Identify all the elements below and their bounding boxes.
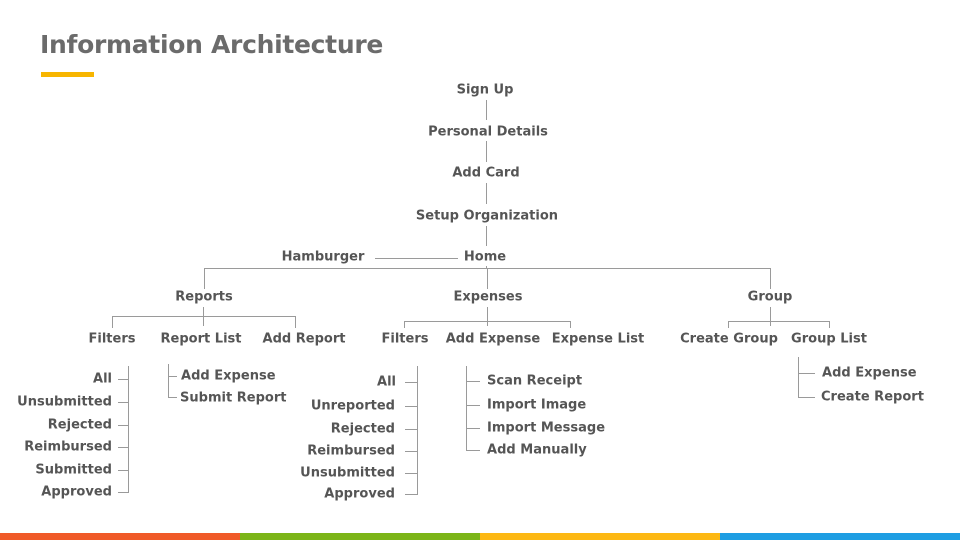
- page-title: Information Architecture: [40, 30, 384, 59]
- color-segment: [0, 533, 240, 540]
- group-list-item: Create Report: [821, 389, 924, 405]
- color-segment: [240, 533, 480, 540]
- node-expenses: Expenses: [453, 289, 523, 305]
- expenses-filter-item: Reimbursed: [307, 443, 395, 459]
- node-add-card: Add Card: [452, 165, 520, 181]
- node-expenses-filters: Filters: [381, 331, 429, 347]
- reports-filter-item: Unsubmitted: [17, 394, 112, 410]
- title-underline: [41, 72, 94, 77]
- color-segment: [480, 533, 720, 540]
- reports-filter-item: All: [92, 371, 112, 387]
- node-reports: Reports: [175, 289, 233, 305]
- expenses-filter-item: Approved: [324, 486, 395, 502]
- node-report-list: Report List: [160, 331, 242, 347]
- expenses-filter-item: Rejected: [330, 421, 395, 437]
- expenses-filter-item: All: [376, 374, 396, 390]
- reports-filter-item: Rejected: [47, 417, 112, 433]
- node-personal-details: Personal Details: [428, 124, 548, 140]
- expenses-filter-item: Unsubmitted: [300, 465, 395, 481]
- reports-filter-item: Reimbursed: [24, 439, 112, 455]
- node-add-expense: Add Expense: [445, 331, 541, 347]
- node-home: Home: [463, 249, 507, 265]
- report-list-item: Add Expense: [181, 368, 276, 384]
- reports-filter-item: Approved: [41, 484, 112, 500]
- add-expense-item: Scan Receipt: [487, 373, 583, 389]
- node-create-group: Create Group: [680, 331, 778, 347]
- add-expense-item: Import Image: [487, 397, 587, 413]
- expenses-filter-item: Unreported: [310, 398, 395, 414]
- add-expense-item: Import Message: [487, 420, 606, 436]
- node-setup-organization: Setup Organization: [415, 208, 559, 224]
- group-list-item: Add Expense: [822, 365, 917, 381]
- reports-filter-item: Submitted: [35, 462, 112, 478]
- node-expense-list: Expense List: [551, 331, 645, 347]
- bottom-color-bar: [0, 533, 960, 540]
- node-group: Group: [747, 289, 793, 305]
- add-expense-item: Add Manually: [487, 442, 587, 458]
- report-list-item: Submit Report: [180, 390, 287, 406]
- node-add-report: Add Report: [262, 331, 346, 347]
- node-hamburger: Hamburger: [281, 249, 365, 265]
- node-group-list: Group List: [791, 331, 867, 347]
- color-segment: [720, 533, 960, 540]
- node-sign-up: Sign Up: [456, 82, 514, 98]
- node-reports-filters: Filters: [88, 331, 136, 347]
